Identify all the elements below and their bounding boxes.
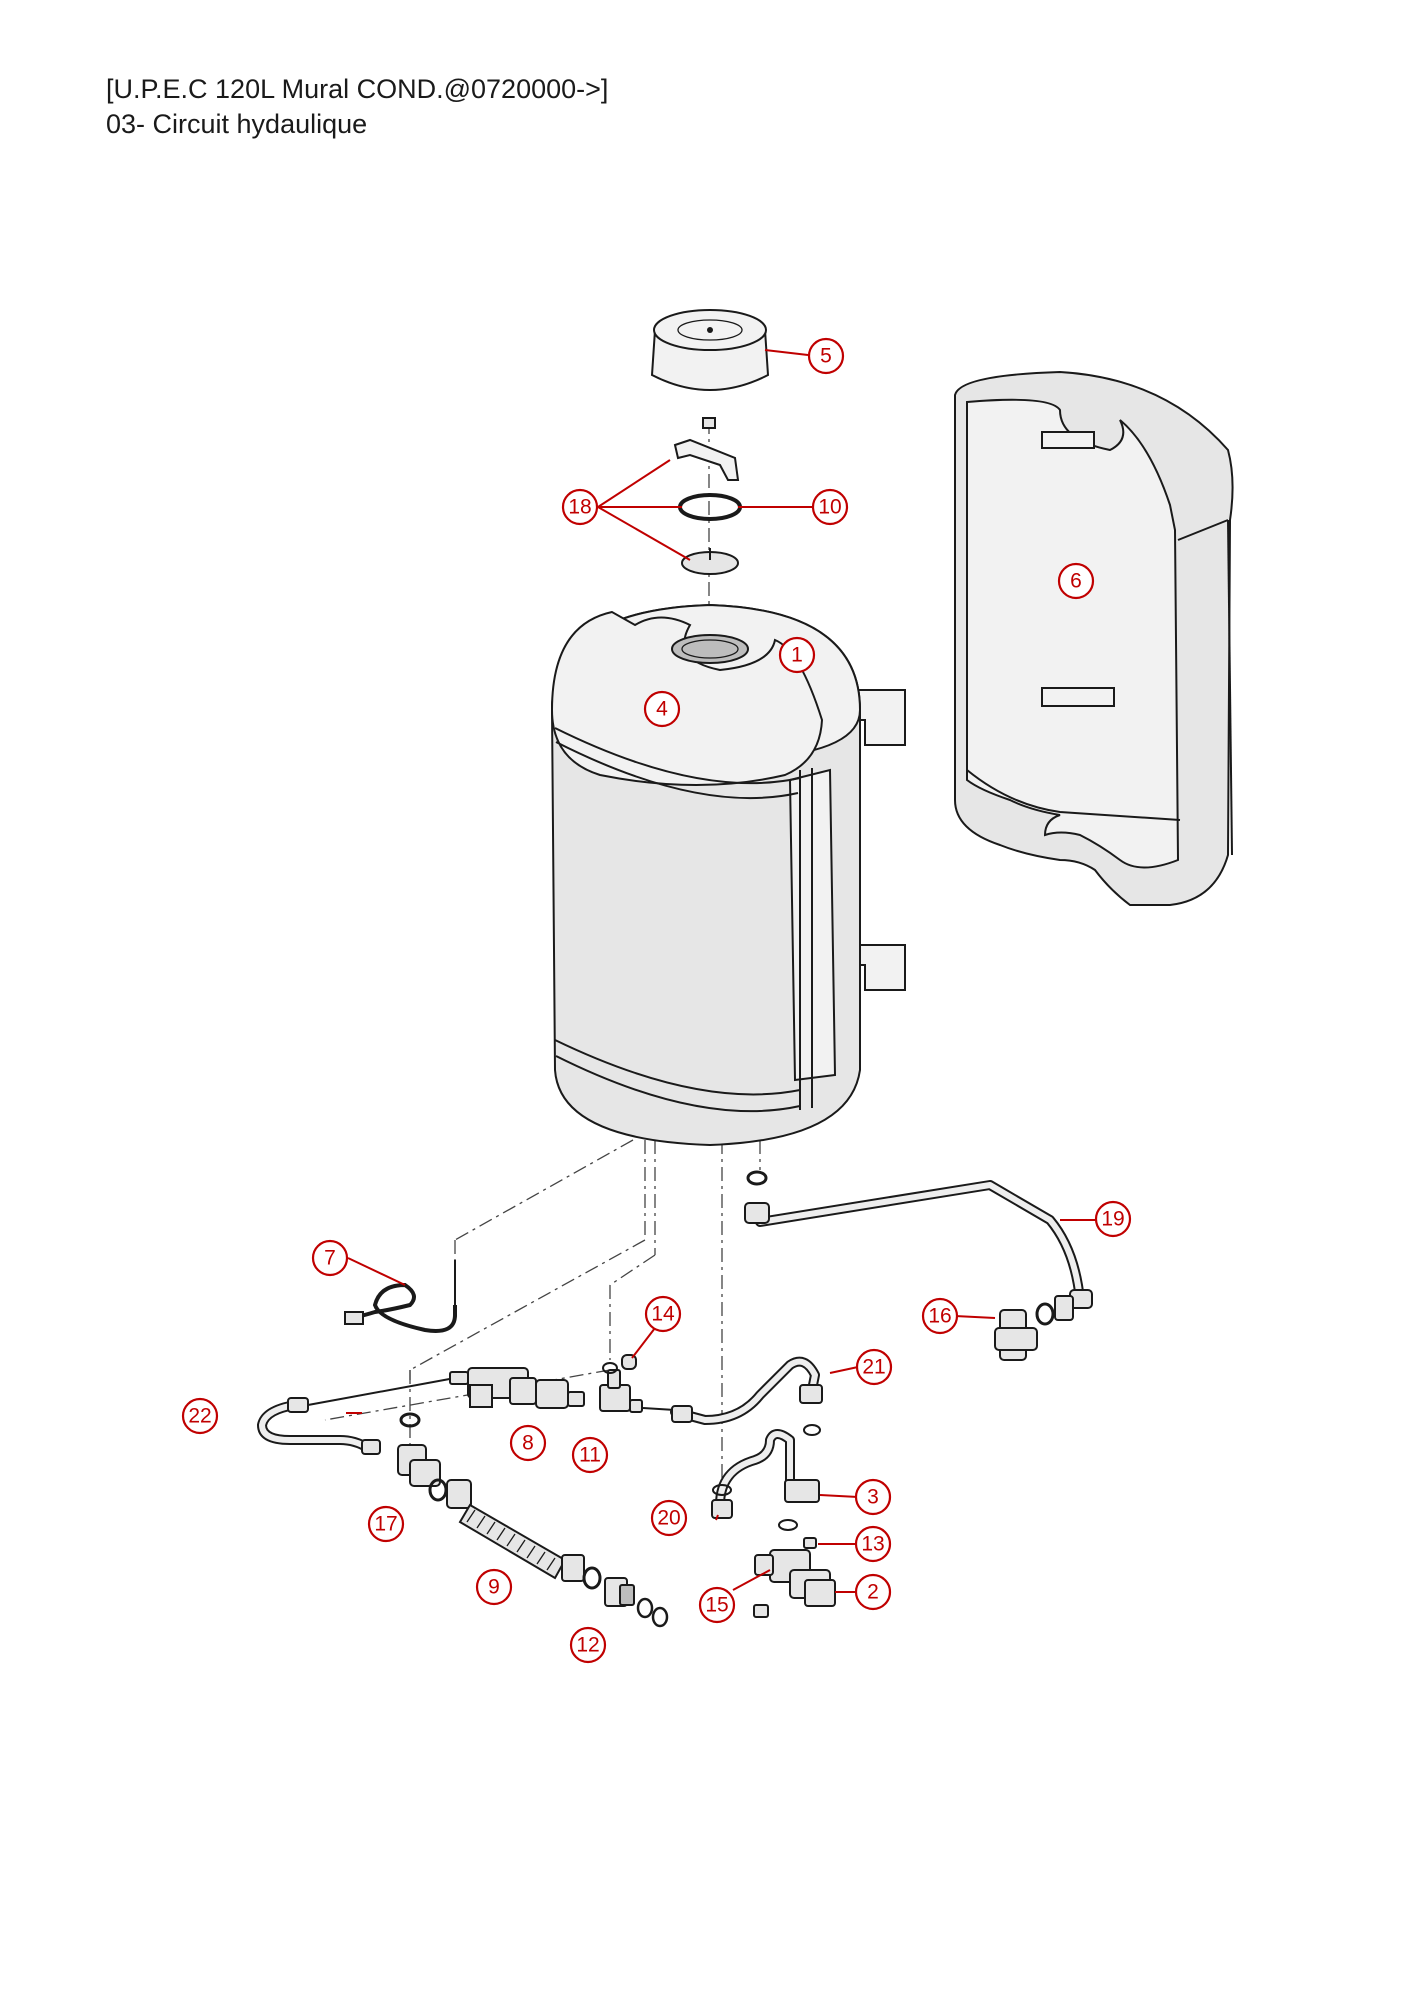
cap-part	[650, 309, 770, 391]
sensor-cable	[344, 1260, 458, 1333]
callout-3: 3	[854, 1478, 892, 1516]
callout-19: 19	[1094, 1200, 1132, 1238]
svg-text:1: 1	[791, 644, 803, 667]
svg-text:20: 20	[657, 1507, 680, 1530]
pipe-19	[744, 1170, 1093, 1309]
svg-text:9: 9	[488, 1576, 500, 1599]
svg-text:18: 18	[568, 496, 591, 519]
svg-text:15: 15	[705, 1594, 728, 1617]
callout-2: 2	[854, 1573, 892, 1611]
safety-valve-8	[449, 1367, 585, 1409]
svg-text:3: 3	[867, 1486, 879, 1509]
callout-17: 17	[367, 1505, 405, 1543]
callout-10: 10	[811, 488, 849, 526]
callout-4: 4	[643, 690, 681, 728]
callout-6: 6	[1057, 562, 1095, 600]
svg-text:7: 7	[324, 1247, 336, 1270]
svg-text:13: 13	[861, 1533, 884, 1556]
callout-5: 5	[807, 337, 845, 375]
svg-text:19: 19	[1101, 1208, 1124, 1231]
water-tank	[550, 603, 906, 1147]
callout-8: 8	[509, 1424, 547, 1462]
svg-text:11: 11	[579, 1444, 601, 1467]
pipe-22	[257, 1377, 456, 1455]
fitting-11-14	[599, 1354, 676, 1413]
callout-12: 12	[569, 1626, 607, 1664]
tee-fitting-16	[994, 1295, 1074, 1361]
callout-7: 7	[311, 1239, 349, 1277]
svg-text:17: 17	[374, 1513, 397, 1536]
callout-18: 18	[561, 488, 599, 526]
fastener-parts	[673, 417, 742, 575]
mixing-valve-parts	[753, 1479, 836, 1618]
page-title: [U.P.E.C 120L Mural COND.@0720000->]	[106, 74, 609, 104]
callout-22: 22	[181, 1397, 219, 1435]
callout-21: 21	[855, 1348, 893, 1386]
callout-20: 20	[650, 1499, 688, 1537]
pipe-20	[711, 1429, 795, 1519]
svg-text:10: 10	[818, 496, 841, 519]
callout-15: 15	[698, 1586, 736, 1624]
svg-text:21: 21	[862, 1356, 885, 1379]
svg-text:4: 4	[656, 698, 668, 721]
svg-text:6: 6	[1070, 570, 1082, 593]
flex-hose-assembly	[397, 1412, 669, 1628]
leader-lines	[346, 349, 1098, 1593]
svg-text:5: 5	[820, 345, 832, 368]
callout-11: 11	[571, 1436, 609, 1474]
svg-text:2: 2	[867, 1581, 879, 1604]
pipe-21	[670, 1356, 823, 1436]
callout-16: 16	[921, 1297, 959, 1335]
callout-9: 9	[475, 1568, 513, 1606]
page-subtitle: 03- Circuit hydaulique	[106, 109, 368, 139]
svg-text:12: 12	[576, 1634, 599, 1657]
callout-13: 13	[854, 1525, 892, 1563]
svg-text:16: 16	[928, 1305, 951, 1328]
svg-text:22: 22	[188, 1405, 211, 1428]
svg-text:8: 8	[522, 1432, 534, 1455]
svg-text:14: 14	[651, 1303, 675, 1326]
callout-1: 1	[778, 636, 816, 674]
insulation-shell	[954, 370, 1234, 906]
callout-14: 14	[644, 1295, 682, 1333]
